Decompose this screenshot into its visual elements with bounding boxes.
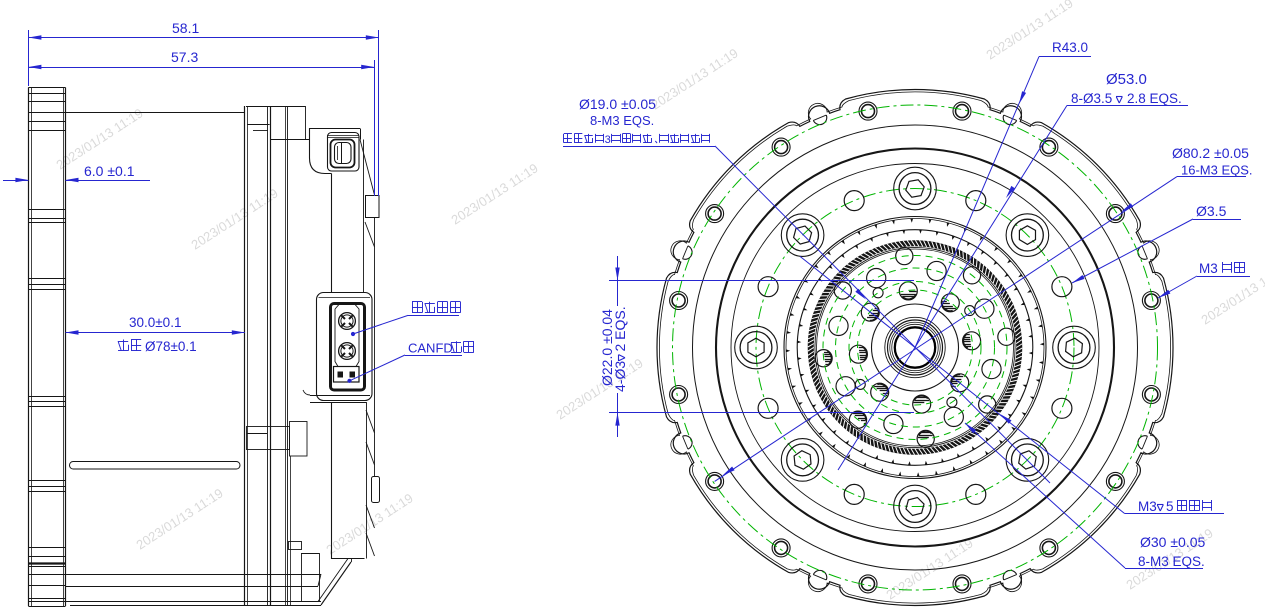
svg-text:2 EQS.: 2 EQS. [612,306,628,351]
svg-text:16-M3 EQS.: 16-M3 EQS. [1181,163,1253,178]
svg-text:8-M3 EQS.: 8-M3 EQS. [1138,554,1205,569]
svg-text:5: 5 [1166,499,1174,514]
svg-text:R43.0: R43.0 [1052,40,1088,55]
svg-text:58.1: 58.1 [172,20,199,36]
svg-text:M3: M3 [1199,261,1218,276]
svg-text:Ø22.0 ±0.04: Ø22.0 ±0.04 [599,309,615,386]
svg-text:6.0 ±0.1: 6.0 ±0.1 [84,163,135,179]
svg-text:3: 3 [605,134,611,146]
svg-text:8-M3 EQS.: 8-M3 EQS. [590,113,654,128]
svg-text:30.0±0.1: 30.0±0.1 [129,315,181,330]
svg-text:Ø78±0.1: Ø78±0.1 [145,339,197,354]
svg-text:Ø53.0: Ø53.0 [1106,71,1147,88]
svg-text:CANFD: CANFD [408,341,453,356]
svg-text:Ø80.2 ±0.05: Ø80.2 ±0.05 [1172,145,1249,161]
svg-text:Ø30 ±0.05: Ø30 ±0.05 [1140,534,1205,550]
svg-text:Ø3.5: Ø3.5 [1196,203,1227,219]
svg-text:8-Ø3.5: 8-Ø3.5 [1071,91,1112,106]
svg-text:57.3: 57.3 [171,49,198,65]
svg-text:4-Ø3: 4-Ø3 [612,361,628,392]
svg-text:M3: M3 [1138,499,1157,514]
svg-text:Ø19.0 ±0.05: Ø19.0 ±0.05 [579,96,656,112]
svg-text:2.8 EQS.: 2.8 EQS. [1127,91,1182,106]
